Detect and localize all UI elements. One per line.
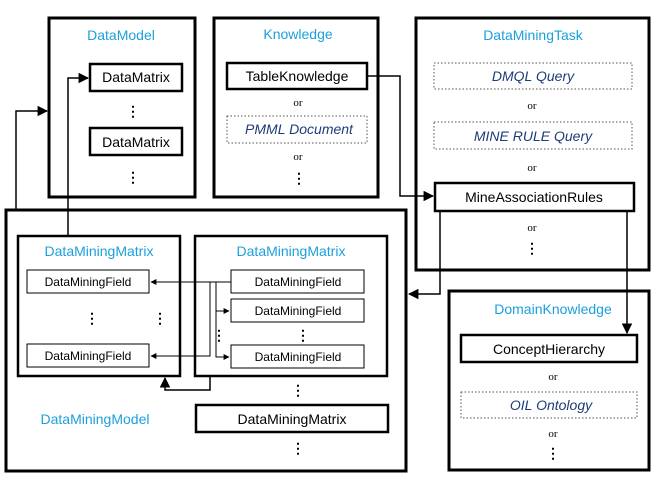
model-ellipsis-1: ⋮ — [291, 382, 305, 398]
pmml-document-label: PMML Document — [245, 121, 354, 137]
data-mining-model-title: DataMiningModel — [41, 411, 150, 427]
knowledge-title: Knowledge — [263, 26, 332, 42]
knowledge-or-2: or — [293, 151, 303, 163]
data-mining-task-title: DataMiningTask — [483, 27, 584, 43]
data-matrix-box-1[interactable]: DataMatrix — [88, 62, 184, 93]
data-mining-matrix-bottom-label: DataMiningMatrix — [238, 411, 347, 427]
task-or-1: or — [527, 100, 537, 112]
data-mining-model-box: DataMiningModel DataMiningMatrix DataMin… — [4, 208, 408, 473]
connector-table-knowledge-to-mine-rules — [367, 75, 435, 202]
right-field-box-2[interactable]: DataMiningField — [230, 298, 365, 323]
data-mining-matrix-left: DataMiningMatrix DataMiningField ⋮ ⋮ Dat… — [16, 234, 182, 378]
right-field-label-3: DataMiningField — [255, 350, 342, 364]
model-ellipsis-2: ⋮ — [291, 440, 305, 456]
left-field-label-1: DataMiningField — [45, 275, 132, 289]
domain-knowledge-title: DomainKnowledge — [494, 301, 612, 317]
concept-hierarchy-box[interactable]: ConceptHierarchy — [459, 333, 639, 364]
left-field-ellipsis-1: ⋮ — [85, 310, 99, 326]
domain-knowledge-box: DomainKnowledge ConceptHierarchy or OIL … — [447, 289, 651, 472]
data-mining-matrix-right-title: DataMiningMatrix — [237, 243, 346, 259]
oil-ontology-box[interactable]: OIL Ontology — [460, 391, 638, 419]
data-mining-matrix-bottom[interactable]: DataMiningMatrix — [194, 403, 390, 434]
connector-model-to-data-model — [15, 105, 49, 210]
connector-right-matrix-to-left-matrix — [159, 376, 211, 391]
data-mining-matrix-left-title: DataMiningMatrix — [45, 243, 154, 259]
data-mining-matrix-right: DataMiningMatrix DataMiningField DataMin… — [193, 234, 389, 378]
knowledge-ellipsis: ⋮ — [292, 170, 306, 186]
mine-rule-query-box[interactable]: MINE RULE Query — [433, 121, 633, 150]
right-field-ellipsis-1: ⋮ — [296, 327, 310, 343]
connector-left-matrix-to-data-matrix — [67, 72, 90, 236]
right-field-ellipsis-2: ⋮ — [212, 327, 226, 343]
pmml-document-box[interactable]: PMML Document — [226, 115, 368, 144]
dmql-query-box[interactable]: DMQL Query — [433, 62, 633, 90]
domain-or-2: or — [548, 428, 558, 440]
left-field-ellipsis-2: ⋮ — [153, 310, 167, 326]
data-mining-task-box: DataMiningTask DMQL Query or MINE RULE Q… — [414, 16, 651, 272]
data-matrix-label-2: DataMatrix — [102, 134, 170, 150]
data-model-ellipsis-1: ⋮ — [126, 103, 140, 119]
data-model-ellipsis-2: ⋮ — [126, 169, 140, 185]
right-field-label-1: DataMiningField — [255, 275, 342, 289]
task-or-3: or — [527, 222, 537, 234]
dmql-query-label: DMQL Query — [492, 68, 575, 84]
table-knowledge-box[interactable]: TableKnowledge — [225, 61, 369, 91]
knowledge-or-1: or — [293, 97, 303, 109]
mine-association-rules-label: MineAssociationRules — [465, 189, 603, 205]
data-model-box: DataModel DataMatrix ⋮ DataMatrix ⋮ — [47, 16, 197, 199]
data-matrix-box-2[interactable]: DataMatrix — [88, 126, 184, 157]
mine-rule-query-label: MINE RULE Query — [474, 128, 593, 144]
oil-ontology-label: OIL Ontology — [510, 397, 593, 413]
left-field-box-1[interactable]: DataMiningField — [26, 269, 150, 294]
table-knowledge-label: TableKnowledge — [246, 68, 349, 84]
connector-field-branch-2 — [215, 311, 230, 360]
domain-or-1: or — [548, 371, 558, 383]
domain-ellipsis: ⋮ — [546, 445, 560, 461]
right-field-label-2: DataMiningField — [255, 304, 342, 318]
connector-mine-rules-to-model — [407, 211, 441, 300]
connector-field-to-field-2 — [150, 282, 211, 359]
task-or-2: or — [527, 162, 537, 174]
left-field-label-2: DataMiningField — [45, 349, 132, 363]
task-ellipsis: ⋮ — [525, 240, 539, 256]
knowledge-box: Knowledge TableKnowledge or PMML Documen… — [212, 16, 380, 199]
data-matrix-label-1: DataMatrix — [102, 69, 170, 85]
mine-association-rules-box[interactable]: MineAssociationRules — [433, 181, 636, 213]
right-field-box-3[interactable]: DataMiningField — [230, 344, 365, 369]
right-field-box-1[interactable]: DataMiningField — [230, 269, 365, 294]
left-field-box-2[interactable]: DataMiningField — [26, 343, 150, 368]
concept-hierarchy-label: ConceptHierarchy — [493, 341, 605, 357]
data-model-title: DataModel — [87, 27, 155, 43]
